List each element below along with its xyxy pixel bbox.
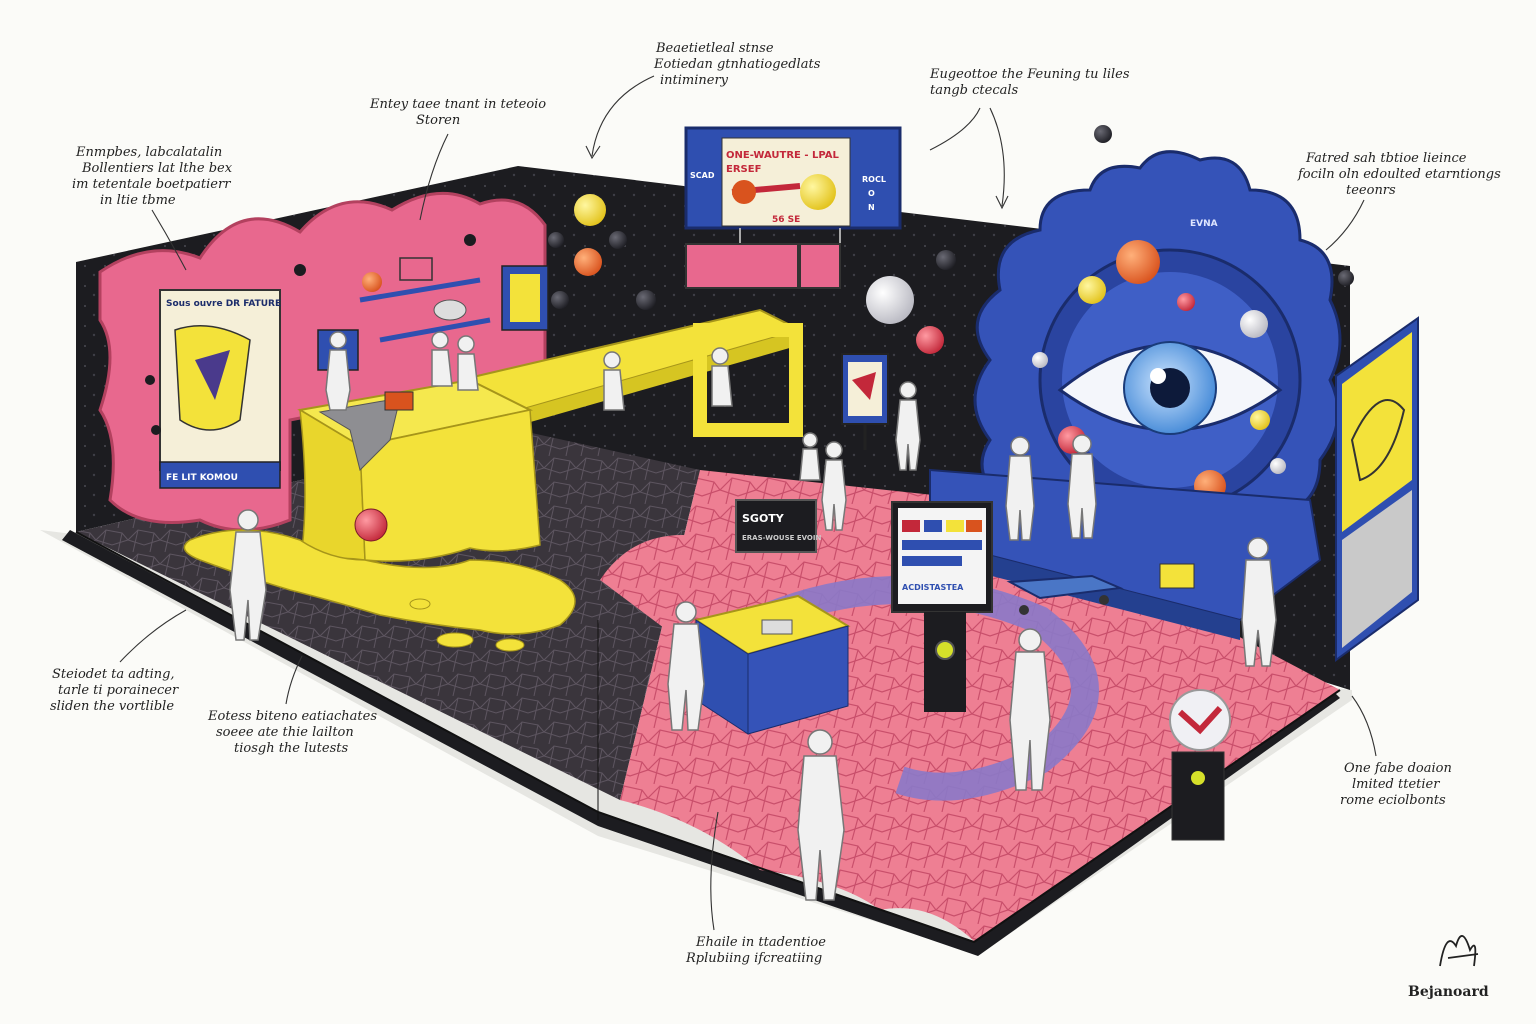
- orange-ball: [574, 248, 602, 276]
- artist-signature: Bejanoard: [1408, 935, 1489, 1000]
- left-poster-bottom: FE LIT KOMOU: [166, 473, 238, 483]
- figure: [711, 347, 733, 407]
- figure: [457, 335, 479, 391]
- callout-leader: [285, 655, 303, 705]
- callout-leader: [710, 811, 719, 931]
- pink-banner-sign: [685, 243, 799, 289]
- figure: [229, 509, 267, 641]
- figure: [1005, 436, 1035, 541]
- figure: [1241, 537, 1277, 667]
- bench: [1006, 574, 1124, 600]
- callout-bottom-center: Ehaile in ttadentioe Rplubiing ifcreatii…: [685, 935, 830, 966]
- pink-floor-blob: [600, 491, 980, 640]
- kiosks: SGOTY ERAS-WOUSE EVOIN ACDISTASTEA: [693, 353, 1231, 841]
- callout-far-right: Fatred sah tbtioe lieince fociln oln edo…: [1297, 151, 1505, 198]
- pedestal: [1171, 751, 1225, 841]
- scoreboard-line2: ERSEF: [726, 164, 761, 175]
- glass-globe-display: [1169, 689, 1231, 751]
- screen-footer: ACDISTASTEA: [902, 583, 964, 592]
- callout-bottom-right: One fabe doaion lmited ttetier rome ecio…: [1340, 761, 1456, 808]
- eye-wall-tag: EVNA: [1190, 219, 1218, 229]
- scoreboard-right-2: O: [868, 189, 875, 198]
- callout-top-left: Enmpbes, labcalatalin Bollentiers lat lt…: [72, 145, 236, 208]
- scoreboard-sign: ONE-WAUTRE - LPAL ERSEF 56 SE SCAD ROCL …: [684, 126, 902, 289]
- eye-basketball: [1116, 240, 1160, 284]
- signature-mark: [1439, 935, 1479, 967]
- callout-bottom-left: Eotess biteno eatiachates soeee ate thie…: [207, 709, 381, 756]
- figure: [1009, 628, 1051, 791]
- wall-shelf: [359, 277, 481, 303]
- callout-left-mid: Steiodet ta adting, tarle ti porainecer …: [50, 667, 182, 714]
- scoreboard-right-1: ROCL: [862, 175, 886, 184]
- black-kiosk-screen: [735, 499, 817, 553]
- figure: [821, 441, 847, 531]
- purple-floor-path: [754, 576, 1099, 801]
- shelf-basketball: [362, 272, 382, 292]
- callout-leader: [119, 609, 187, 663]
- scoreboard-left-label: SCAD: [690, 171, 715, 180]
- callout-leader: [419, 133, 449, 221]
- figure: [667, 601, 705, 731]
- callout-leader: [591, 75, 655, 157]
- figure: [895, 381, 921, 471]
- decorative-balls: [548, 125, 1354, 354]
- red-ball-prop: [354, 508, 388, 542]
- yellow-ball: [574, 194, 606, 226]
- callout-leader: [989, 107, 1005, 207]
- callout-top-center-left: Entey taee tnant in teteoio Storen: [369, 97, 550, 128]
- kiosk-subtitle: ERAS-WOUSE EVOIN: [742, 534, 821, 542]
- yellow-case: [1159, 563, 1195, 589]
- figure: [603, 351, 625, 411]
- figure: [797, 729, 845, 901]
- callout-leader: [1325, 199, 1365, 251]
- kiosk-title: SGOTY: [742, 512, 785, 525]
- figure: [325, 331, 351, 411]
- callout-leader: [151, 209, 187, 271]
- right-side-panel: [1335, 316, 1419, 662]
- annotation-callouts: Enmpbes, labcalatalin Bollentiers lat lt…: [50, 41, 1505, 966]
- figure: [799, 432, 821, 481]
- scoreboard-bottom: 56 SE: [772, 215, 800, 225]
- yellow-dripping-counter: [183, 308, 803, 652]
- figure: [431, 331, 453, 387]
- callout-top-right: Eugeottoe the Feuning tu liles tangb cte…: [929, 67, 1134, 98]
- visitor-figures: [229, 331, 1277, 901]
- signature-text: Bejanoard: [1408, 984, 1489, 1000]
- scoreboard-line1: ONE-WAUTRE - LPAL: [726, 150, 840, 161]
- callout-leader: [929, 107, 981, 151]
- figure: [1067, 434, 1097, 539]
- callout-top-center: Beaetietleal stnse Eotiedan gtnhatiogedl…: [653, 41, 825, 88]
- callout-leader: [1351, 695, 1377, 757]
- left-poster-title: Sous ouvre DR FATURE: [166, 299, 281, 309]
- yellow-frame-portal: [693, 323, 803, 437]
- wall-shelf-lower: [379, 317, 491, 343]
- white-ball: [866, 276, 914, 324]
- scoreboard-right-3: N: [868, 203, 875, 212]
- pink-scalloped-wall: Sous ouvre DR FATURE FE LIT KOMOU: [98, 191, 549, 532]
